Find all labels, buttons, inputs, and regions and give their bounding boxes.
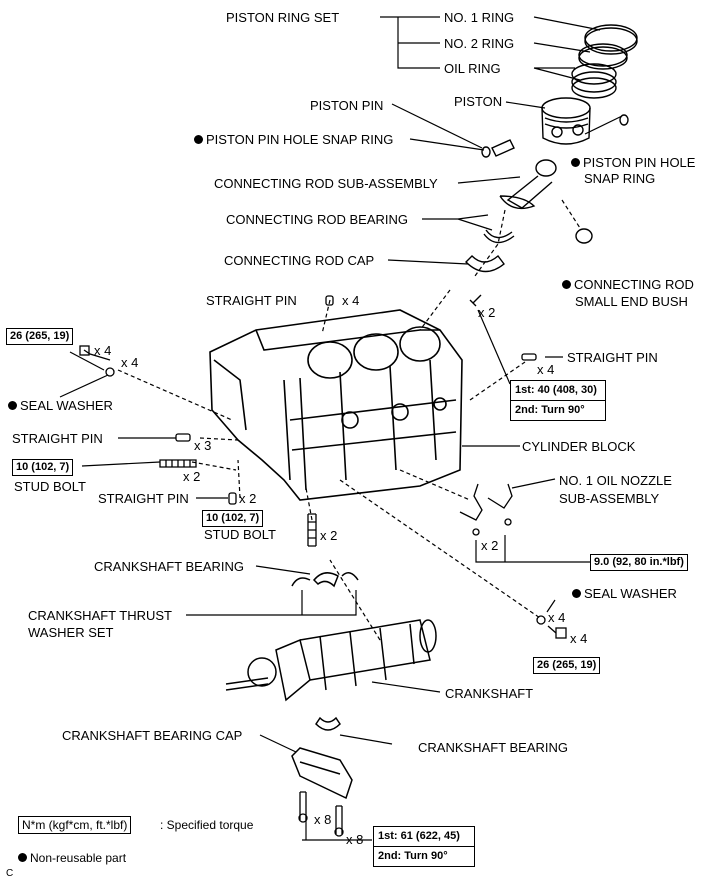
legend-torque-desc: : Specified torque <box>160 818 254 832</box>
label-crankshaft-bearing-cap: CRANKSHAFT BEARING CAP <box>62 728 243 743</box>
qty-nozzle-bolt: x 2 <box>481 538 499 553</box>
label-seal-washer-left: SEAL WASHER <box>8 398 113 413</box>
torque-cap-2nd: 2nd: Turn 90° <box>374 846 474 866</box>
rod-bearing-shapes <box>465 229 515 307</box>
label-small-end-bush-2: SMALL END BUSH <box>575 294 688 309</box>
label-straight-pin-top: STRAIGHT PIN <box>206 293 297 308</box>
label-no2-ring: NO. 2 RING <box>444 36 515 51</box>
torque-cap-bolt: 1st: 61 (622, 45) 2nd: Turn 90° <box>373 826 475 867</box>
torque-bolt-right: 26 (265, 19) <box>533 657 601 674</box>
label-straight-pin-lower: STRAIGHT PIN <box>98 491 189 506</box>
torque-nozzle: 9.0 (92, 80 in.*lbf) <box>590 554 688 571</box>
label-oil-nozzle: NO. 1 OIL NOZZLE <box>559 473 672 488</box>
small-parts <box>79 295 567 837</box>
label-piston-pin: PISTON PIN <box>310 98 384 113</box>
qty-bolt-left: x 4 <box>94 343 112 358</box>
label-connecting-rod-sub-assembly: CONNECTING ROD SUB-ASSEMBLY <box>214 176 438 191</box>
corner-code: C <box>6 868 14 879</box>
label-crankshaft-bearing-top: CRANKSHAFT BEARING <box>94 559 245 574</box>
non-reusable-bullet-icon <box>572 589 581 598</box>
qty-stud-center: x 2 <box>320 528 338 543</box>
non-reusable-bullet-icon <box>562 280 571 289</box>
label-straight-pin-left: STRAIGHT PIN <box>12 431 103 446</box>
bearing-cap-shapes <box>291 716 353 800</box>
qty-washer-left: x 4 <box>121 355 139 370</box>
qty-straight-pin-lower: x 2 <box>239 491 257 506</box>
torque-bolt-left: 26 (265, 19) <box>6 328 74 345</box>
connecting-rod-shape <box>499 159 593 244</box>
qty-cap-bolt-1: x 8 <box>314 812 332 827</box>
legend-non-reusable: Non-reusable part <box>18 851 126 866</box>
qty-straight-pin-top: x 4 <box>342 293 360 308</box>
label-seal-washer-right: SEAL WASHER <box>572 586 677 601</box>
label-crankshaft-thrust: CRANKSHAFT THRUST <box>28 608 172 623</box>
label-piston-ring-set: PISTON RING SET <box>226 10 340 25</box>
qty-washer-right: x 4 <box>548 610 566 625</box>
qty-rod-bolt: x 2 <box>478 305 496 320</box>
label-straight-pin-right: STRAIGHT PIN <box>567 350 658 365</box>
torque-cap-1st: 1st: 61 (622, 45) <box>378 830 460 842</box>
label-no1-ring: NO. 1 RING <box>444 10 515 25</box>
label-stud-bolt-left: STUD BOLT <box>14 479 86 494</box>
label-crankshaft-thrust-2: WASHER SET <box>28 625 114 640</box>
label-snap-ring-right: PISTON PIN HOLE <box>571 155 695 170</box>
label-piston: PISTON <box>454 94 503 109</box>
label-connecting-rod-cap: CONNECTING ROD CAP <box>224 253 375 268</box>
label-oil-nozzle-2: SUB-ASSEMBLY <box>559 491 660 506</box>
label-snap-ring-left: PISTON PIN HOLE SNAP RING <box>194 132 393 147</box>
piston-pin-shape <box>481 114 629 158</box>
qty-stud-left: x 2 <box>183 469 201 484</box>
label-connecting-rod-bearing: CONNECTING ROD BEARING <box>226 212 409 227</box>
crankshaft-shape <box>225 619 437 702</box>
label-snap-ring-right-2: SNAP RING <box>584 171 656 186</box>
torque-rod-bolt: 1st: 40 (408, 30) 2nd: Turn 90° <box>510 380 606 421</box>
cylinder-block-shape <box>209 309 463 501</box>
non-reusable-bullet-icon <box>18 853 27 862</box>
torque-rod-1st: 1st: 40 (408, 30) <box>515 384 597 396</box>
legend-torque-unit: N*m (kgf*cm, ft.*lbf) <box>18 816 132 834</box>
piston-rings <box>571 24 638 99</box>
label-stud-bolt-center: STUD BOLT <box>204 527 276 542</box>
oil-nozzle-shapes <box>459 483 513 536</box>
crankshaft-bearing-shapes <box>291 572 359 588</box>
piston-shape <box>541 97 591 145</box>
label-cylinder-block: CYLINDER BLOCK <box>522 439 636 454</box>
torque-rod-2nd: 2nd: Turn 90° <box>511 400 605 420</box>
qty-cap-bolt-2: x 8 <box>346 832 364 847</box>
label-oil-ring: OIL RING <box>444 61 501 76</box>
qty-straight-pin-right: x 4 <box>537 362 555 377</box>
qty-straight-pin-left: x 3 <box>194 438 212 453</box>
non-reusable-bullet-icon <box>194 135 203 144</box>
label-crankshaft-bearing-bottom: CRANKSHAFT BEARING <box>418 740 569 755</box>
torque-stud-left: 10 (102, 7) <box>12 459 74 476</box>
dashed-assembly-lines <box>117 199 581 641</box>
leader-lines <box>59 16 623 841</box>
qty-bolt-right: x 4 <box>570 631 588 646</box>
label-small-end-bush: CONNECTING ROD <box>562 277 694 292</box>
non-reusable-bullet-icon <box>8 401 17 410</box>
label-crankshaft: CRANKSHAFT <box>445 686 534 701</box>
torque-stud-center: 10 (102, 7) <box>202 510 264 527</box>
non-reusable-bullet-icon <box>571 158 580 167</box>
